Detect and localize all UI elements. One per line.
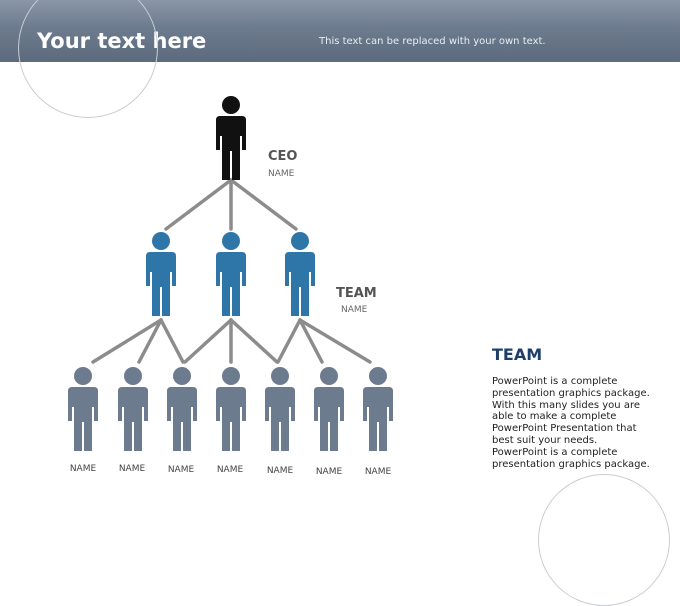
team-name-label: NAME	[341, 305, 368, 315]
connectors	[91, 178, 372, 364]
member-figure-6	[314, 367, 344, 451]
connector-team2-member3	[183, 318, 233, 364]
member-4-name-label: NAME	[216, 465, 244, 475]
connector-team3-member6	[298, 318, 324, 364]
side-panel-title: TEAM	[492, 345, 543, 364]
member-6-name-label: NAME	[315, 467, 343, 477]
member-figure-5	[265, 367, 295, 451]
connector-team1-member1	[91, 318, 163, 364]
member-5-name-label: NAME	[266, 466, 294, 476]
page-subtitle: This text can be replaced with your own …	[319, 36, 546, 47]
org-chart	[68, 96, 393, 451]
member-figure-4	[216, 367, 246, 451]
side-panel-text: PowerPoint is a complete presentation gr…	[492, 376, 650, 470]
connector-team2-member5	[229, 318, 279, 364]
ceo-name-label: NAME	[268, 169, 295, 179]
member-figure-3	[167, 367, 197, 451]
member-figure-7	[363, 367, 393, 451]
member-7-name-label: NAME	[364, 467, 392, 477]
connector-team1-member2	[137, 318, 163, 364]
connector-team1-member3	[159, 318, 185, 364]
connector-team3-member7	[298, 318, 372, 364]
connector-ceo-team-left	[164, 178, 233, 231]
ceo-figure	[216, 96, 246, 180]
connector-team3-member5	[276, 318, 302, 364]
member-figure-1	[68, 367, 98, 451]
member-1-name-label: NAME	[69, 464, 97, 474]
member-3-name-label: NAME	[167, 465, 195, 475]
team-role-label: TEAM	[336, 286, 377, 301]
team-figure-2	[216, 232, 246, 316]
ceo-role-label: CEO	[268, 149, 298, 164]
team-figure-1	[146, 232, 176, 316]
team-figure-3	[285, 232, 315, 316]
member-figure-2	[118, 367, 148, 451]
member-2-name-label: NAME	[118, 464, 146, 474]
connector-ceo-team-right	[229, 178, 298, 231]
